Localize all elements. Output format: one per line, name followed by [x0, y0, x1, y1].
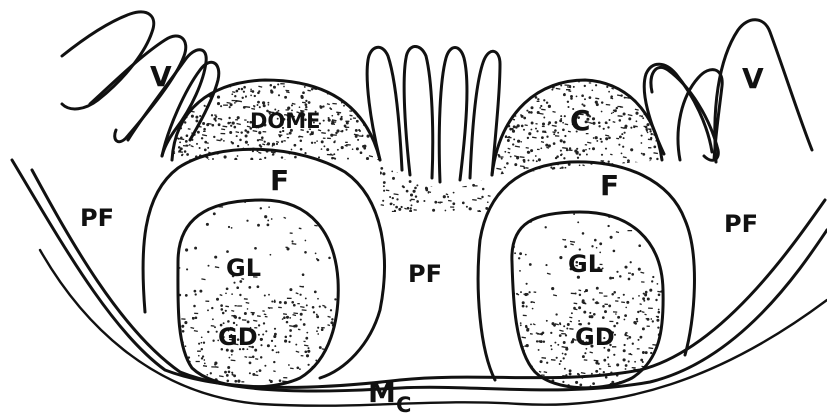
label-follicle-right: F: [600, 169, 619, 202]
villus-center-2: [404, 46, 433, 178]
villus-center-1: [367, 47, 402, 170]
label-pf-center: PF: [408, 260, 442, 288]
label-pf-left: PF: [80, 204, 114, 232]
label-gl-right: GL: [568, 250, 603, 278]
label-mc-main: M: [368, 376, 396, 409]
label-follicle-left: F: [270, 164, 289, 197]
label-gl-left: GL: [226, 254, 261, 282]
label-gd-left: GD: [218, 323, 258, 351]
label-dome: DOME: [250, 109, 321, 133]
label-pf-right: PF: [724, 210, 758, 238]
center-stipple: [379, 159, 493, 212]
label-gd-right: GD: [575, 323, 615, 351]
label-mc-sub: C: [396, 393, 411, 416]
label-villus-left: V: [150, 60, 172, 93]
villus-center-3: [439, 48, 467, 183]
germinal-center-right: [512, 212, 663, 388]
label-villus-right: V: [742, 62, 764, 95]
label-cap: C: [570, 104, 591, 137]
